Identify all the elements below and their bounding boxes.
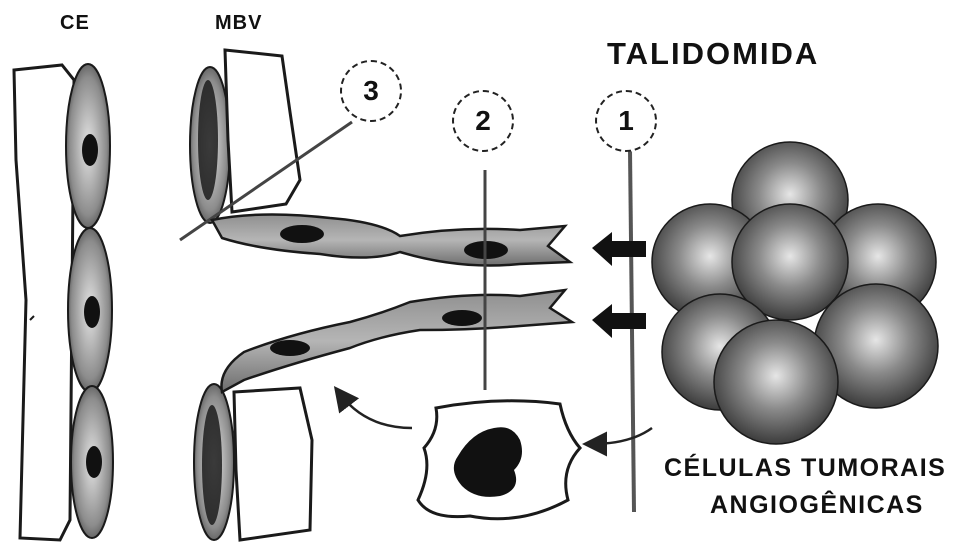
curved-arrow-cell-to-sprout: [340, 394, 412, 428]
label-tumor-line-2: ANGIOGÊNICAS: [710, 491, 924, 520]
stromal-cell: [418, 401, 580, 519]
marker-site-2: 2: [452, 90, 514, 152]
label-tumor-line-1: CÉLULAS TUMORAIS: [664, 454, 946, 483]
tumor-cell-cluster: [652, 142, 938, 444]
label-ce: CE: [60, 12, 90, 35]
ce-endothelial-cell-bottom: [71, 386, 113, 538]
curved-arrow-tumor-to-cell: [592, 428, 652, 444]
lower-endothelial-sprout: [221, 290, 572, 392]
ce-vessel-wall: [14, 65, 74, 540]
marker-site-1: 1: [595, 90, 657, 152]
title-talidomida: TALIDOMIDA: [607, 36, 819, 72]
label-mbv: MBV: [215, 12, 262, 35]
mbv-lower-vessel: [194, 384, 312, 540]
marker-site-3: 3: [340, 60, 402, 122]
ce-endothelial-cell-middle: [68, 228, 112, 392]
ce-endothelial-cell-top: [66, 64, 110, 228]
signal-arrow-upper: [592, 232, 646, 266]
site-1-line: [630, 150, 634, 512]
upper-endothelial-sprout: [212, 214, 570, 265]
signal-arrow-lower: [592, 304, 646, 338]
